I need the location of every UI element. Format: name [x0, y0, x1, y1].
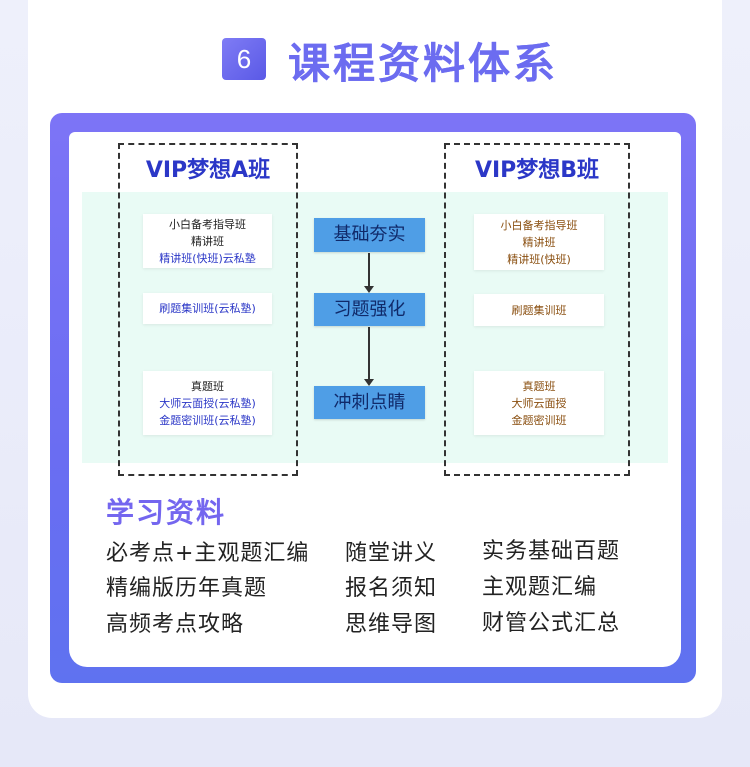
page-title: 课程资料体系: [288, 30, 558, 91]
class-a-outline: [118, 143, 298, 476]
class-b-outline: [444, 143, 630, 476]
class-a-course-box: 小白备考指导班 精讲班 精讲班(快班)云私塾: [143, 214, 272, 268]
course-item: 真题班: [522, 379, 556, 393]
course-item: 金题密训班: [511, 413, 567, 427]
course-item: 大师云面授: [511, 396, 567, 410]
course-item: 精讲班(快班): [507, 252, 571, 266]
flow-arrow: [368, 253, 370, 287]
step-practice: 习题强化: [314, 293, 425, 326]
class-a-title: VIP梦想A班: [145, 158, 271, 183]
course-item: 刷题集训班: [511, 303, 567, 317]
class-b-title: VIP梦想B班: [474, 158, 600, 183]
course-item: 刷题集训班(云私塾): [159, 302, 256, 315]
arrow-down-icon: [364, 379, 374, 386]
materials-title: 学习资料: [106, 496, 227, 529]
course-item: 精讲班: [522, 235, 556, 249]
course-item: 金题密训班(云私塾): [159, 413, 256, 427]
course-item: 精讲班: [191, 234, 224, 248]
material-item: 实务基础百题: [482, 539, 621, 564]
section-number-badge: 6: [222, 38, 266, 80]
material-item: 必考点+主观题汇编: [106, 541, 310, 566]
class-b-course-box: 小白备考指导班 精讲班 精讲班(快班): [474, 214, 604, 270]
material-item: 财管公式汇总: [482, 611, 621, 636]
course-item: 精讲班(快班)云私塾: [159, 251, 256, 265]
class-a-course-box: 真题班 大师云面授(云私塾) 金题密训班(云私塾): [143, 371, 272, 435]
class-b-course-box: 真题班 大师云面授 金题密训班: [474, 371, 604, 435]
course-item: 真题班: [191, 379, 224, 393]
material-item: 报名须知: [345, 576, 438, 601]
material-item: 精编版历年真题: [106, 576, 268, 601]
class-b-course-box: 刷题集训班: [474, 294, 604, 326]
material-item: 高频考点攻略: [106, 612, 245, 637]
course-item: 小白备考指导班: [500, 218, 578, 232]
step-foundation: 基础夯实: [314, 218, 425, 252]
material-item: 随堂讲义: [345, 541, 438, 566]
material-item: 思维导图: [345, 612, 438, 637]
material-item: 主观题汇编: [482, 575, 598, 600]
class-a-course-box: 刷题集训班(云私塾): [143, 293, 272, 324]
flow-arrow: [368, 327, 370, 380]
course-item: 大师云面授(云私塾): [159, 396, 256, 410]
step-sprint: 冲刺点睛: [314, 386, 425, 419]
course-item: 小白备考指导班: [169, 217, 246, 231]
arrow-down-icon: [364, 286, 374, 293]
